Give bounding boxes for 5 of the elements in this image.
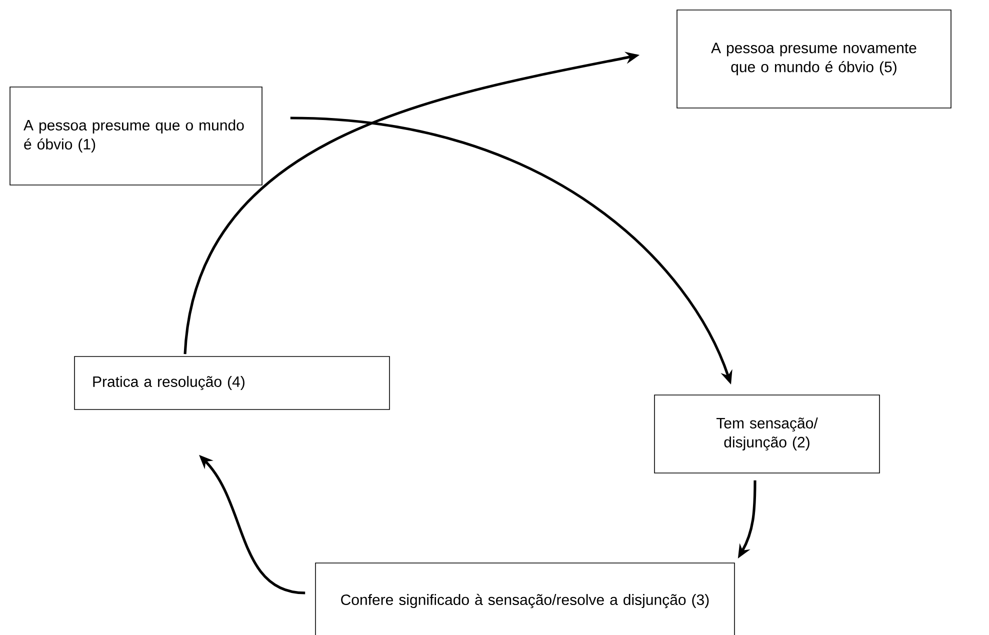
process-box: Tem sensação/ disjunção (2)	[654, 394, 880, 474]
process-box: A pessoa presume que o mundo é óbvio (1)	[10, 86, 262, 186]
process-box: Confere significado à sensação/resolve a disjunção (3)	[315, 562, 735, 635]
process-box: Pratica a resolução (4)	[74, 356, 390, 410]
process-box: A pessoa presume novamente que o mundo é óbvio (5)	[676, 10, 952, 108]
